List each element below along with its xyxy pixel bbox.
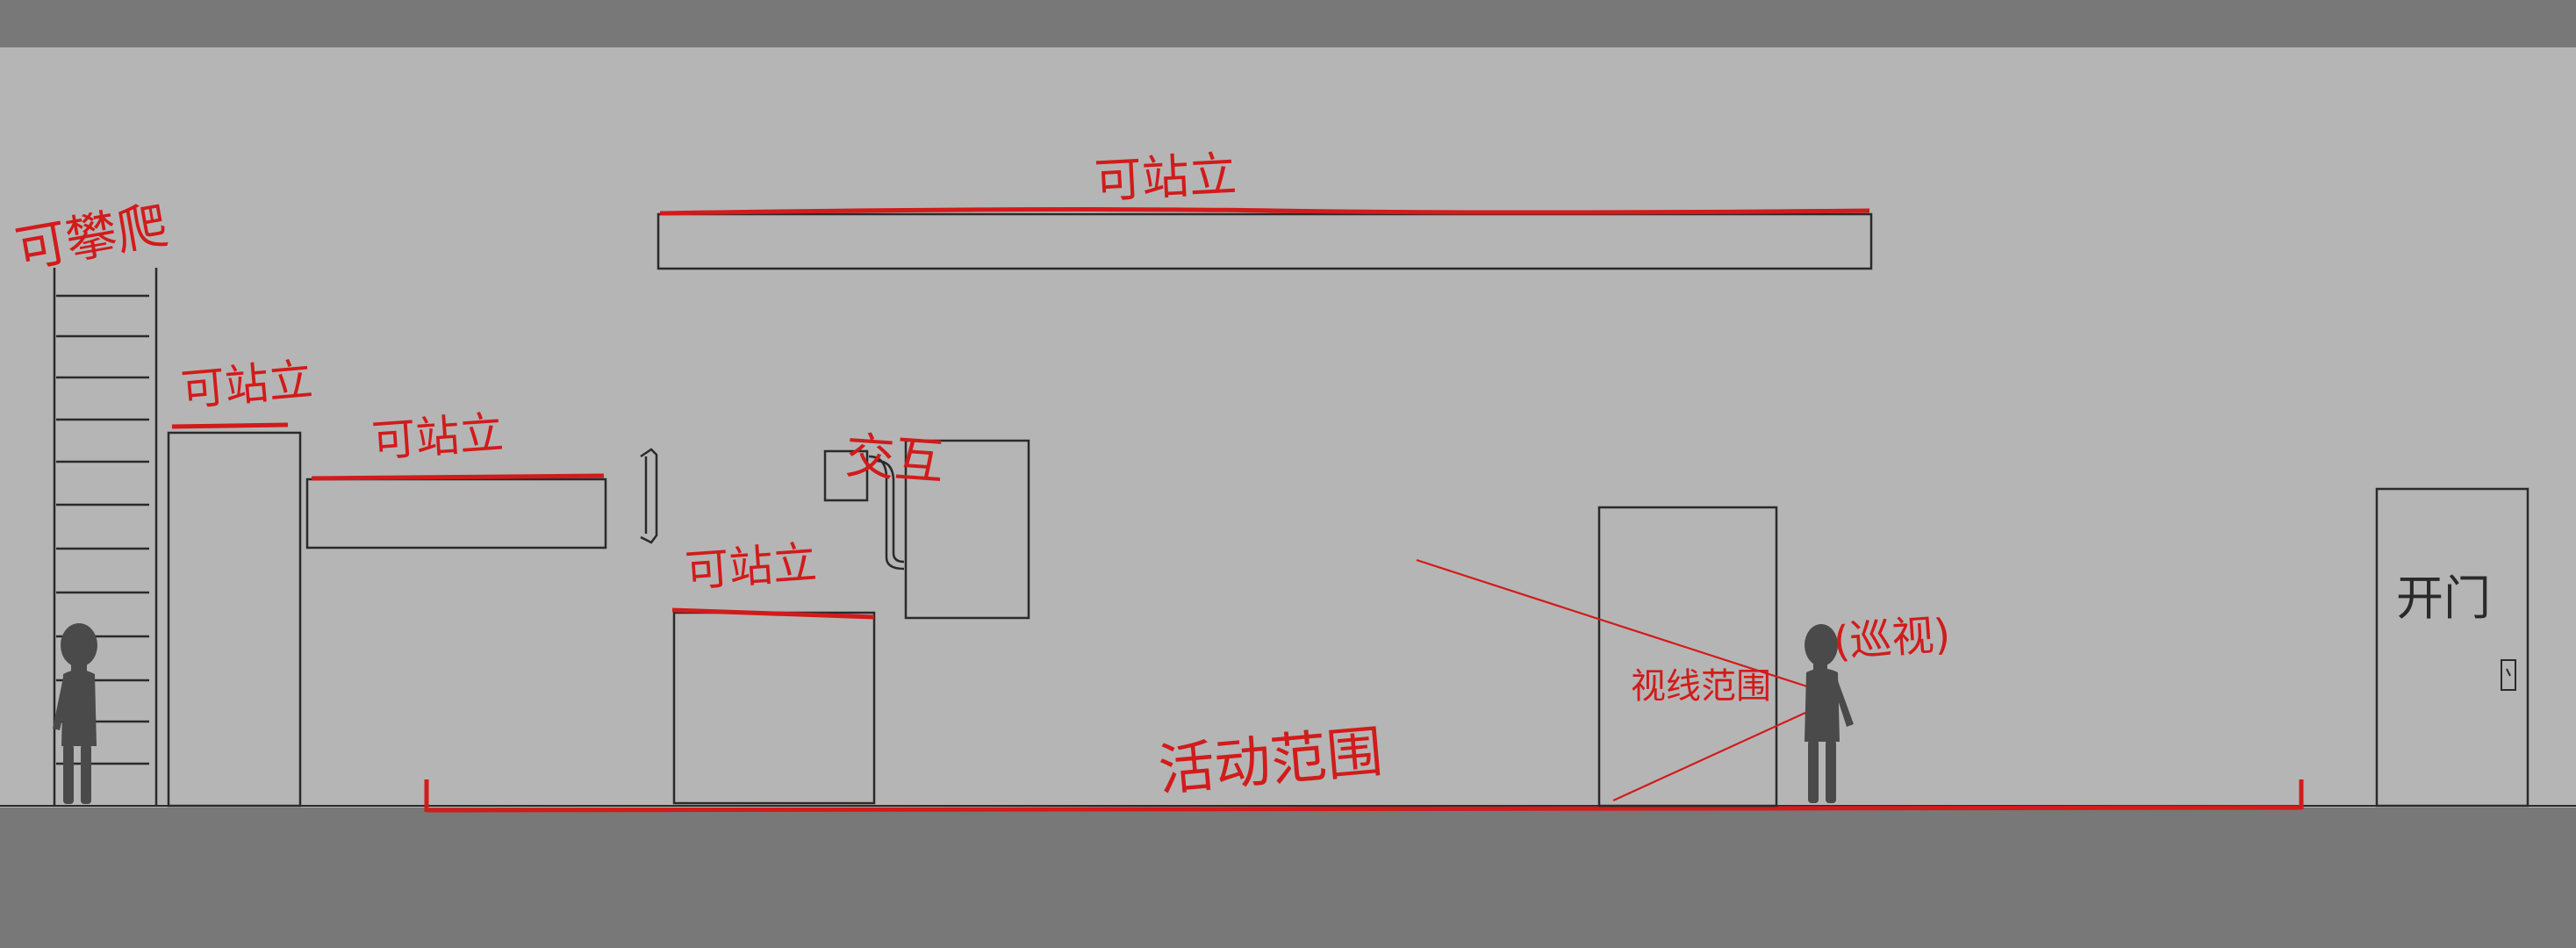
wall-handle-icon: [640, 448, 658, 544]
box-standable-label: 可站立: [684, 537, 819, 597]
canvas-background: [0, 47, 2576, 808]
vision-cone: [1416, 558, 1816, 802]
tall-block: [167, 431, 302, 808]
player-figure-icon: [53, 623, 97, 804]
exit-door: [2375, 487, 2529, 808]
tall-cabinet: [1597, 506, 1778, 808]
top-platform: [657, 212, 1873, 270]
tall-block-standable-label: 可站立: [179, 354, 314, 416]
patrol-label: (巡视): [1832, 610, 1952, 667]
ledge-standable-label: 可站立: [370, 407, 506, 467]
tall-block-standable-edge: [171, 422, 289, 429]
open-door-label: 开门: [2396, 571, 2491, 626]
interactive-device: [823, 439, 1030, 620]
top-platform-standable-label: 可站立: [1093, 147, 1238, 209]
interact-label: 交互: [843, 427, 945, 492]
ledge-standable-edge: [311, 473, 605, 481]
box-standable-edge: [671, 607, 875, 620]
door-handle-icon: [2501, 659, 2516, 691]
activity-range-line: [424, 779, 2304, 813]
vision-range-label: 视线范围: [1631, 666, 1771, 707]
guard-figure-icon: [1805, 624, 1854, 803]
ladder: [53, 268, 158, 806]
top-platform-standable-edge: [659, 207, 1870, 216]
